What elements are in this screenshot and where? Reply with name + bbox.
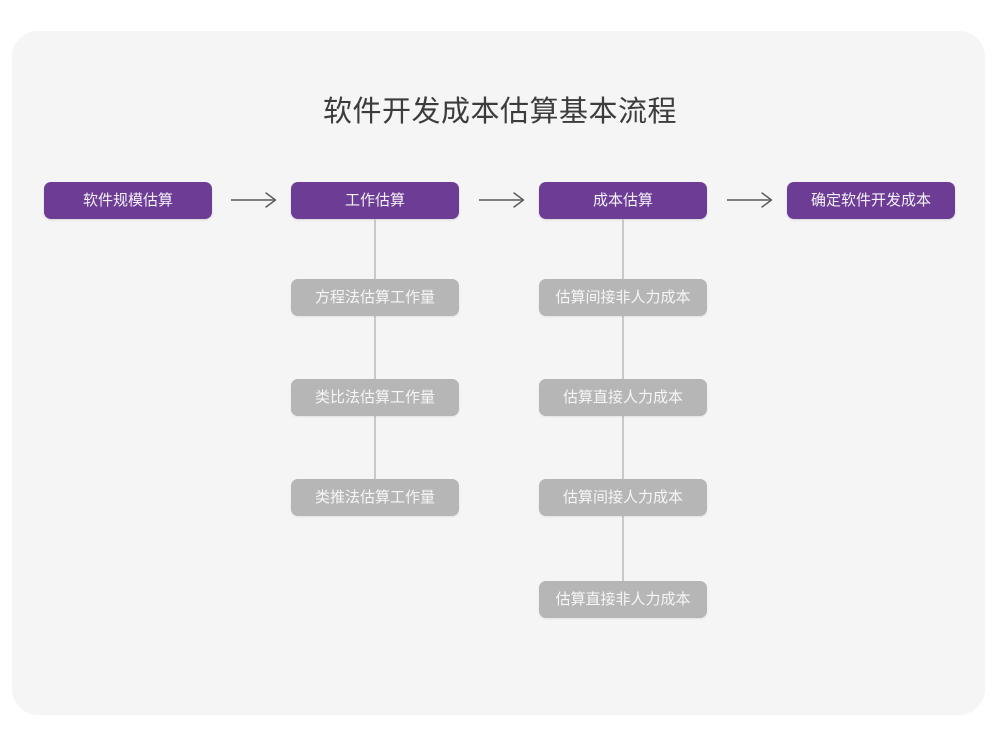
- stage-node-label: 工作估算: [344, 192, 405, 209]
- connector-line-cost-3: [622, 415, 624, 479]
- stage-node-determine-development-cost[interactable]: 确定软件开发成本: [787, 182, 955, 219]
- stage-node-effort-estimation[interactable]: 工作估算: [291, 182, 459, 219]
- connector-line-effort-3: [374, 415, 376, 479]
- stage-node-label: 软件规模估算: [82, 192, 173, 209]
- substep-node-label: 估算直接非人力成本: [555, 591, 691, 608]
- connector-line-cost-1: [622, 219, 624, 279]
- substep-node-label: 估算直接人力成本: [562, 389, 683, 406]
- stage-node-software-scale-estimation[interactable]: 软件规模估算: [44, 182, 212, 219]
- substep-node-effort-equation-method[interactable]: 方程法估算工作量: [291, 279, 459, 316]
- substep-node-label: 类推法估算工作量: [314, 489, 435, 506]
- stage-node-label: 成本估算: [592, 192, 653, 209]
- substep-node-effort-analogy-method[interactable]: 类比法估算工作量: [291, 379, 459, 416]
- substep-node-label: 类比法估算工作量: [314, 389, 435, 406]
- arrow-right-icon-stage1-stage2: [228, 189, 283, 211]
- substep-node-indirect-non-labor-cost[interactable]: 估算间接非人力成本: [539, 279, 707, 316]
- substep-node-label: 估算间接人力成本: [562, 489, 683, 506]
- connector-line-cost-4: [622, 515, 624, 581]
- connector-line-effort-1: [374, 219, 376, 279]
- stage-node-cost-estimation[interactable]: 成本估算: [539, 182, 707, 219]
- connector-line-cost-2: [622, 315, 624, 379]
- stage-node-label: 确定软件开发成本: [810, 192, 931, 209]
- substep-node-effort-analogical-method[interactable]: 类推法估算工作量: [291, 479, 459, 516]
- substep-node-label: 估算间接非人力成本: [555, 289, 691, 306]
- arrow-right-icon-stage2-stage3: [476, 189, 531, 211]
- connector-line-effort-2: [374, 315, 376, 379]
- diagram-title: 软件开发成本估算基本流程: [322, 96, 677, 128]
- substep-node-direct-non-labor-cost[interactable]: 估算直接非人力成本: [539, 581, 707, 618]
- arrow-right-icon-stage3-stage4: [724, 189, 779, 211]
- substep-node-label: 方程法估算工作量: [314, 289, 435, 306]
- substep-node-direct-labor-cost[interactable]: 估算直接人力成本: [539, 379, 707, 416]
- substep-node-indirect-labor-cost[interactable]: 估算间接人力成本: [539, 479, 707, 516]
- content-card: [12, 31, 985, 715]
